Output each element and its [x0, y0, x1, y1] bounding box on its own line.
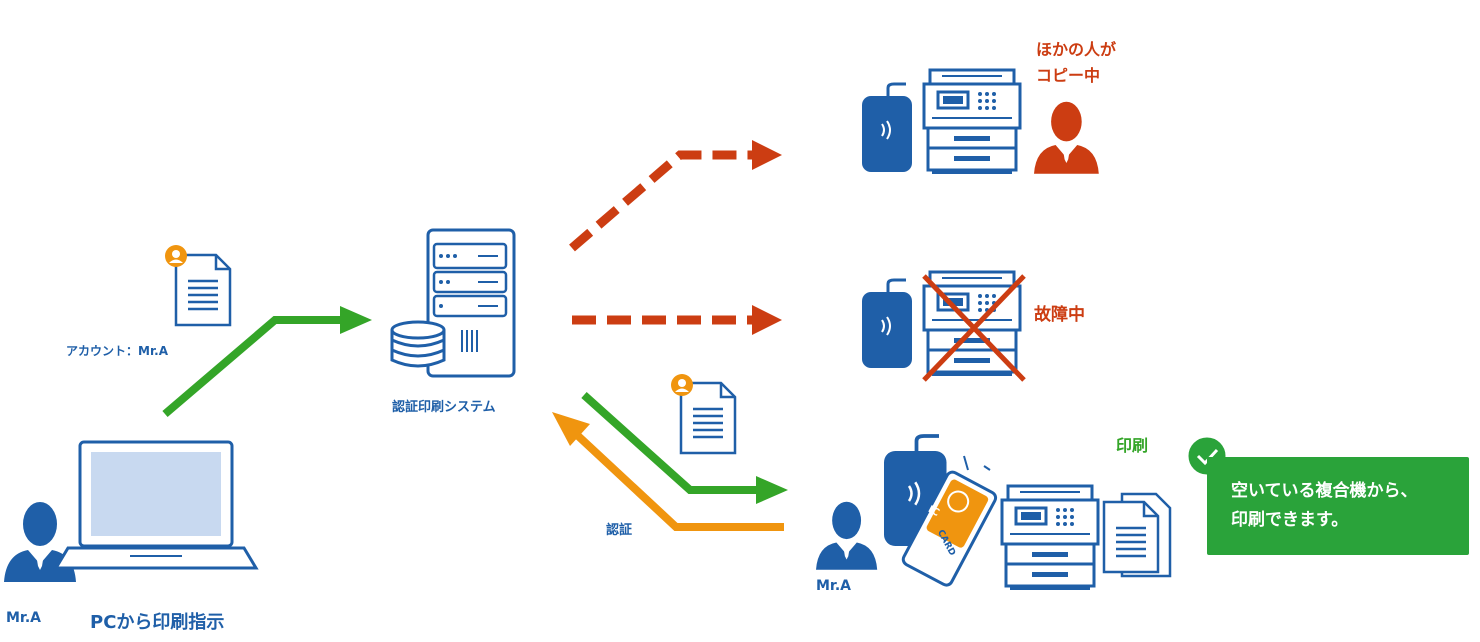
- document-icon: [174, 253, 232, 327]
- signal-icon: [963, 455, 991, 471]
- busy-label-line2: コピー中: [1036, 66, 1101, 85]
- printer-user-label: Mr.A: [816, 578, 851, 594]
- broken-label: 故障中: [1034, 305, 1085, 325]
- document-icon: [679, 381, 737, 455]
- ic-card-icon: [901, 470, 998, 587]
- send-arrow-green: [162, 306, 372, 418]
- printer-icon: [922, 68, 1022, 176]
- callout-line2: 印刷できます。: [1231, 510, 1349, 530]
- user-badge-icon: [165, 245, 187, 267]
- auth-label: 認証: [606, 523, 633, 538]
- print-arrow-green: [581, 392, 788, 504]
- card-reader-icon: [860, 82, 914, 174]
- printed-document-icon: [1102, 492, 1172, 578]
- printer-user-person-icon: [816, 501, 878, 570]
- cross-icon: [922, 274, 1026, 382]
- account-label: アカウント：Mr.A: [66, 344, 168, 358]
- system-label: 認証印刷システム: [392, 400, 496, 415]
- callout-text: 空いている複合機から、 印刷できます。: [1231, 477, 1418, 535]
- server-icon: [426, 228, 516, 378]
- pc-instruction-label: PCから印刷指示: [90, 612, 225, 633]
- user-badge-icon: [671, 374, 693, 396]
- auth-arrow-orange: [552, 412, 784, 531]
- printer-icon: [1000, 484, 1100, 592]
- callout-line1: 空いている複合機から、: [1231, 481, 1418, 501]
- card-reader-icon: [860, 278, 914, 370]
- busy-person-icon: [1034, 101, 1099, 174]
- laptop-icon: [53, 440, 259, 570]
- database-icon: [390, 320, 446, 368]
- pc-user-label: Mr.A: [6, 610, 41, 626]
- busy-label-line1: ほかの人が: [1036, 40, 1117, 59]
- print-label: 印刷: [1116, 436, 1149, 455]
- status-callout: 空いている複合機から、 印刷できます。: [1207, 457, 1469, 555]
- dashed-arrow-busy: [569, 140, 782, 252]
- pc-user-person-icon: [4, 502, 76, 582]
- dashed-arrow-broken: [572, 305, 782, 335]
